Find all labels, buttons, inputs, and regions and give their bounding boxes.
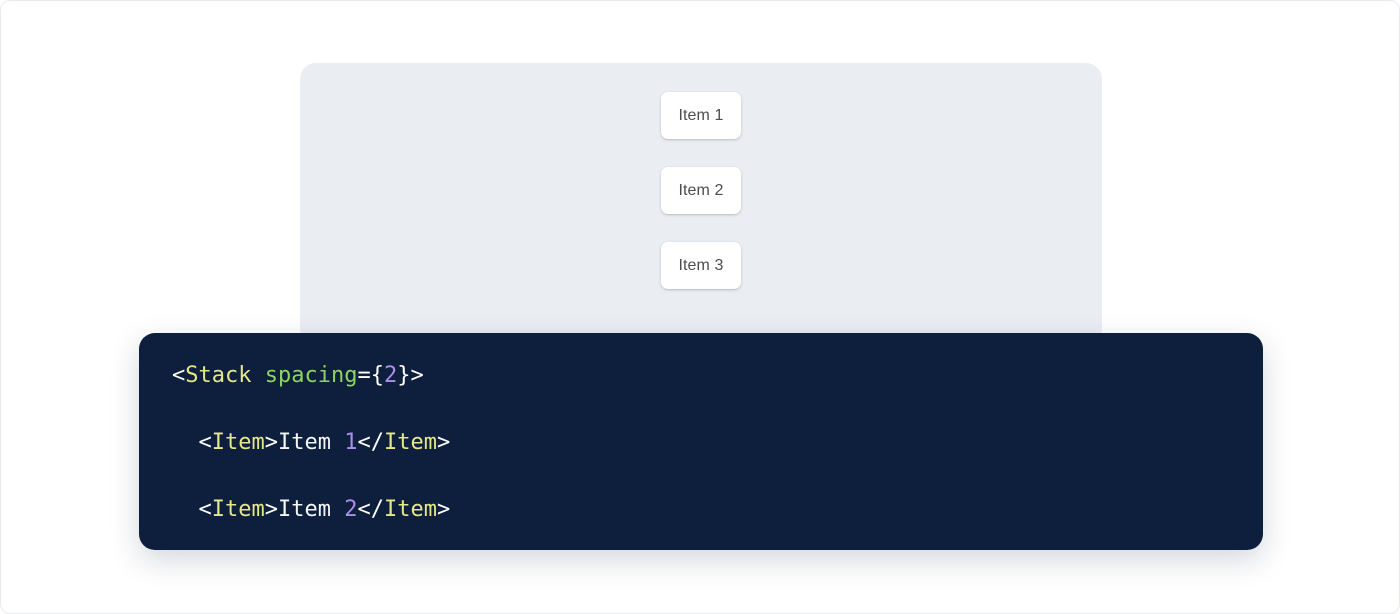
code-snippet-block: <Stack spacing={2}> <Item>Item 1</Item> …: [139, 333, 1263, 550]
code-line: <Item>Item 2</Item>: [172, 493, 1263, 527]
code-line: <Item>Item 1</Item>: [172, 426, 1263, 460]
component-preview-panel: Item 1 Item 2 Item 3: [300, 63, 1102, 345]
code-token-punct: >: [410, 363, 424, 388]
code-line: <Stack spacing={2}>: [172, 359, 1263, 393]
code-token-punct: <: [172, 363, 186, 388]
code-token-punct: {: [370, 363, 384, 388]
code-token-punct: >: [436, 497, 451, 522]
code-token-indent: [172, 497, 199, 522]
code-token-punct: >: [436, 430, 451, 455]
code-token-punct: <: [198, 497, 212, 522]
code-token-punct: <: [198, 430, 212, 455]
code-token-tag: Item: [383, 430, 437, 455]
code-token-num: 2: [344, 497, 358, 522]
stack-item[interactable]: Item 2: [661, 167, 741, 214]
code-token-punct: =: [357, 363, 371, 388]
code-token-punct: </: [357, 497, 384, 522]
code-token-text: Item: [277, 430, 345, 455]
code-token-punct: [251, 363, 264, 388]
code-snippet-content: <Stack spacing={2}> <Item>Item 1</Item> …: [172, 359, 1263, 550]
code-token-attr: spacing: [264, 363, 358, 388]
code-token-tag: Item: [211, 497, 265, 522]
code-token-punct: >: [264, 497, 278, 522]
stack-item[interactable]: Item 1: [661, 92, 741, 139]
stack-item[interactable]: Item 3: [661, 242, 741, 289]
code-token-indent: [172, 430, 199, 455]
code-token-text: Item: [277, 497, 345, 522]
code-token-punct: >: [264, 430, 278, 455]
stack-container: Item 1 Item 2 Item 3: [661, 92, 741, 289]
code-token-tag: Stack: [185, 363, 252, 388]
code-token-punct: </: [357, 430, 384, 455]
code-token-tag: Item: [383, 497, 437, 522]
code-token-num: 1: [344, 430, 358, 455]
code-token-punct: }: [397, 363, 411, 388]
code-token-tag: Item: [211, 430, 265, 455]
code-token-num: 2: [383, 363, 398, 388]
